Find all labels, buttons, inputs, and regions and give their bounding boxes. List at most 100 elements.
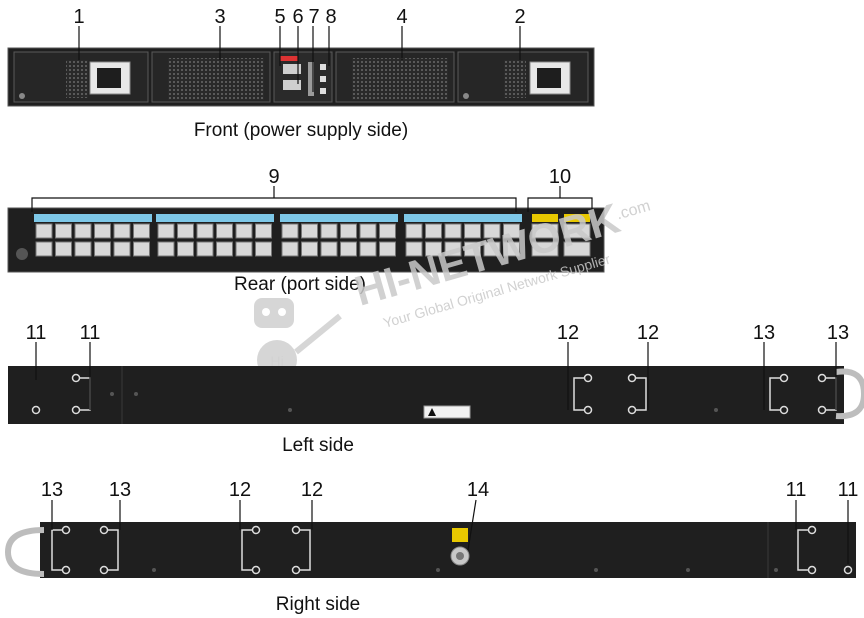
sfp-port <box>94 241 111 257</box>
callout-11-left-a: 11 <box>26 322 47 344</box>
sfp-port <box>464 223 481 239</box>
management-panel <box>273 51 333 103</box>
sfp-port <box>55 241 72 257</box>
callout-12-left-b: 12 <box>637 322 659 344</box>
hole-bracket <box>241 529 252 571</box>
mount-hole <box>843 565 853 575</box>
hole-bracket <box>300 529 311 571</box>
left-caption: Left side <box>282 435 354 456</box>
left-handle <box>835 368 864 420</box>
sfp-port <box>359 241 377 257</box>
sfp-port <box>157 223 175 239</box>
right-callout-lines <box>51 499 849 564</box>
mount-hole <box>627 373 637 383</box>
front-callout-lines <box>78 26 521 92</box>
screw-dot <box>134 392 138 396</box>
sfp-port <box>235 223 253 239</box>
qsfp-port <box>531 223 559 239</box>
mount-hole <box>627 405 637 415</box>
rear-caption: Rear (port side) <box>234 274 366 295</box>
rear-view: 9 10 Rear (port side) <box>7 166 605 295</box>
callout-9: 9 <box>268 166 279 188</box>
sfp-port <box>216 223 233 239</box>
sfp-port <box>255 223 272 239</box>
sfp-port <box>483 223 501 239</box>
screw-dot <box>686 568 690 572</box>
sfp-port <box>444 223 462 239</box>
qsfp-ports <box>531 214 591 257</box>
sfp-port <box>113 241 131 257</box>
sfp-port <box>157 241 175 257</box>
power-supply-2 <box>457 51 589 103</box>
sfp-port <box>320 223 338 239</box>
watermark-suffix: .com <box>614 197 652 223</box>
fan-grille-4 <box>352 58 448 100</box>
sfp-port <box>301 241 318 257</box>
callout-7: 7 <box>308 6 319 28</box>
mount-hole-pair <box>627 373 647 415</box>
button-8 <box>320 64 326 70</box>
sfp-port <box>503 241 520 257</box>
qsfp-port <box>531 241 559 257</box>
mount-hole <box>779 373 789 383</box>
callout-14: 14 <box>467 479 489 501</box>
sfp-port <box>340 241 357 257</box>
port-band <box>34 214 152 222</box>
power-supply-1 <box>13 51 149 103</box>
callout-12-left-a: 12 <box>557 322 579 344</box>
screw-dot <box>774 568 778 572</box>
mount-hole-pair <box>291 525 311 575</box>
mount-hole-pair <box>51 525 71 575</box>
port-groups <box>34 214 522 257</box>
sfp-port <box>177 241 194 257</box>
mount-hole-pair <box>241 525 261 575</box>
screw-dot <box>110 392 114 396</box>
mount-hole <box>291 525 301 535</box>
right-side-view: 13 13 12 12 14 11 11 Right side <box>4 479 859 615</box>
sfp-port-group <box>280 214 398 257</box>
sfp-port <box>379 241 396 257</box>
mount-hole <box>817 373 827 383</box>
sfp-port <box>483 241 501 257</box>
callout-11-right-b: 11 <box>838 479 859 501</box>
sfp-port <box>133 241 150 257</box>
sfp-port <box>113 223 131 239</box>
callout-10: 10 <box>549 166 571 188</box>
sfp-port <box>196 241 214 257</box>
mount-hole <box>61 565 71 575</box>
rear-callout-brackets <box>31 186 593 212</box>
mount-hole <box>99 525 109 535</box>
fan-grille-3 <box>168 58 264 100</box>
mount-hole-pair <box>99 525 119 575</box>
callout-11-right-a: 11 <box>786 479 807 501</box>
left-callout-lines <box>35 342 837 410</box>
sfp-port <box>35 241 53 257</box>
sfp-port <box>74 241 92 257</box>
sfp-port <box>94 223 111 239</box>
hole-bracket <box>108 529 119 571</box>
right-mount-holes <box>51 525 853 575</box>
sfp-port <box>425 223 442 239</box>
sfp-port <box>177 223 194 239</box>
mount-hole <box>251 525 261 535</box>
callout-11-left-b: 11 <box>80 322 101 344</box>
mount-hole <box>807 565 817 575</box>
sfp-port <box>503 223 520 239</box>
mount-hole <box>779 405 789 415</box>
right-side-panel <box>40 522 856 578</box>
front-view: 1 3 5 6 7 8 4 2 Front (power supply side… <box>7 6 595 141</box>
sfp-port <box>405 241 423 257</box>
mount-hole <box>583 405 593 415</box>
mgmt-port-5 <box>283 64 301 74</box>
sfp-port <box>216 241 233 257</box>
sfp-port <box>35 223 53 239</box>
callout-13-right-b: 13 <box>109 479 131 501</box>
sfp-port <box>74 223 92 239</box>
mgmt-port-6 <box>283 80 301 90</box>
hole-bracket <box>573 377 584 411</box>
screw-dot <box>594 568 598 572</box>
mount-hole <box>71 373 81 383</box>
screw-dot <box>714 408 718 412</box>
right-handle <box>4 527 45 577</box>
